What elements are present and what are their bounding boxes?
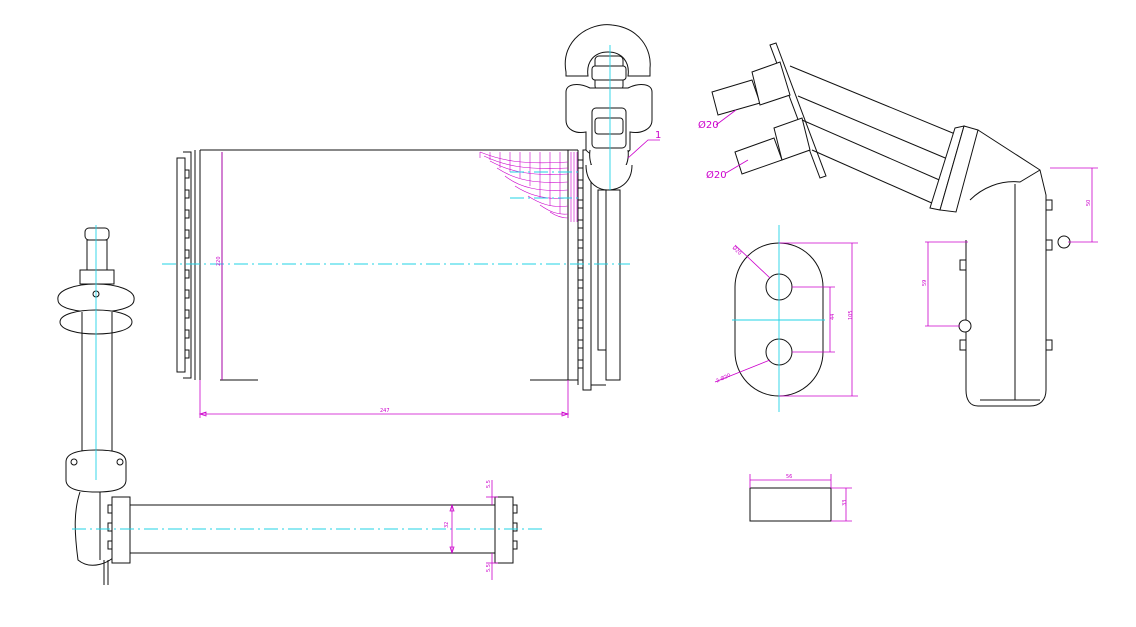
side-view	[57, 225, 545, 585]
side-view-dimensions: 32 5.5 5.5	[444, 480, 498, 580]
dim-pipe-20-upper: Ø20	[698, 119, 719, 131]
dim-side-50: 50	[1086, 200, 1092, 206]
dim-flange-44: 44	[830, 314, 836, 320]
dim-flange-105: 105	[848, 310, 854, 320]
flange-detail: 105 44 Ø20 2-Ø20	[714, 225, 858, 412]
front-view-core	[162, 149, 630, 391]
dim-side-59: 59	[922, 280, 928, 286]
dim-height-220: 220	[216, 256, 222, 266]
dim-block-33: 33	[842, 500, 848, 506]
block-detail: 56 33	[749, 474, 852, 522]
dim-width-247: 247	[380, 408, 390, 414]
dim-flange-hole-top: Ø20	[731, 244, 743, 256]
dim-block-56: 56	[786, 474, 792, 480]
dim-top-5-5: 5.5	[486, 480, 492, 488]
pipe-assembly-view: 50 59 Ø20 Ø20	[698, 42, 1098, 407]
dim-depth-32: 32	[444, 522, 450, 528]
dim-bottom-5-5: 5.5	[486, 564, 492, 572]
dim-flange-hole-bottom: 2-Ø20	[715, 372, 732, 385]
callout-1: 1	[655, 130, 661, 141]
fin-hatching	[479, 151, 578, 222]
pipe-connection-head: 1	[564, 24, 661, 191]
dim-pipe-20-lower: Ø20	[706, 169, 727, 181]
front-view-dimensions: 247 220	[198, 152, 570, 418]
